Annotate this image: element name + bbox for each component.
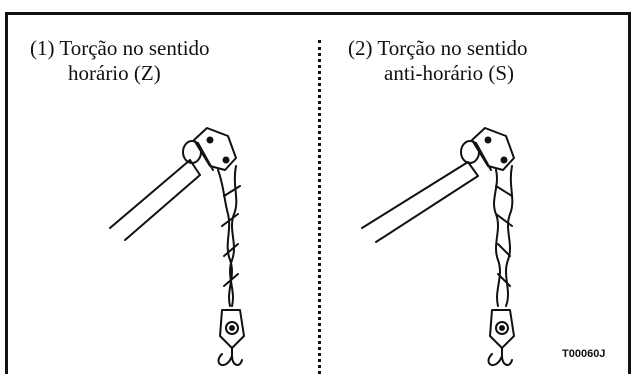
panel-2-title-line1: Torção no sentido [377, 36, 528, 60]
panel-2-boom [361, 161, 479, 243]
panel-1-title-line1: Torção no sentido [59, 36, 210, 60]
panel-1-number: (1) [30, 36, 55, 60]
panel-1-boom-head-sheave [182, 127, 237, 171]
panel-2-boom-head-sheave [460, 127, 515, 171]
panel-2-crane-illustration [361, 127, 515, 367]
figure-code: T00060J [562, 348, 606, 360]
panel-1-twisted-rope [217, 165, 241, 307]
panel-2-title: (2) Torção no sentido [348, 36, 528, 60]
panel-divider [318, 40, 321, 374]
panel-1-hook-block [217, 309, 245, 367]
panel-2-hook-block [487, 309, 515, 367]
figure-frame [5, 12, 631, 374]
panel-2-number: (2) [348, 36, 373, 60]
panel-1-boom [109, 159, 201, 241]
panel-1-title-line2: horário (Z) [68, 61, 161, 85]
panel-2-twisted-rope [493, 165, 514, 307]
panel-1-title: (1) Torção no sentido [30, 36, 210, 60]
panel-1-crane-illustration [109, 127, 245, 367]
panel-2-title-line2: anti-horário (S) [384, 61, 515, 85]
